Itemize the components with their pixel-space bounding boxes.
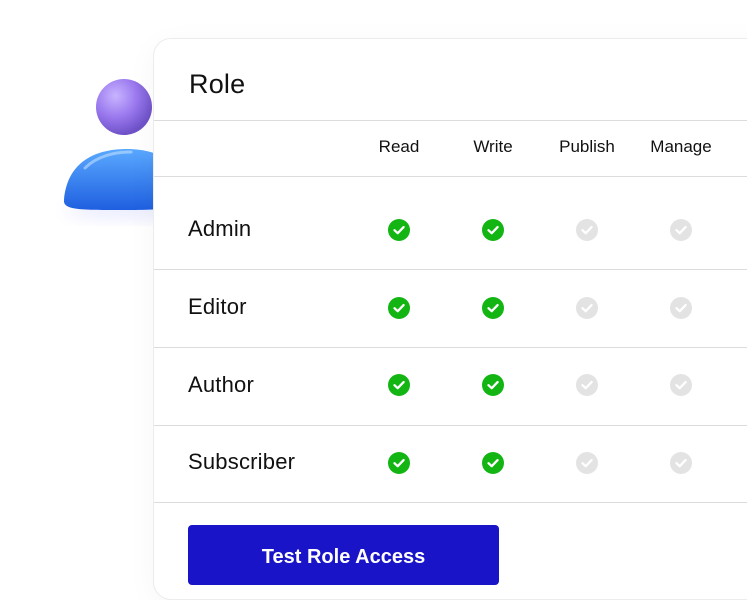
test-role-access-button[interactable]: Test Role Access (188, 525, 499, 585)
divider (154, 269, 747, 270)
card-title: Role (189, 69, 246, 99)
check-circle-disabled-icon (670, 452, 692, 474)
check-circle-icon (482, 452, 504, 474)
divider (154, 176, 747, 177)
check-circle-icon (388, 452, 410, 474)
role-permissions-card: Role Read Write Publish Manage Admin Edi… (153, 38, 747, 600)
check-circle-icon (388, 219, 410, 241)
divider (154, 347, 747, 348)
row-label-author: Author (188, 372, 255, 397)
check-circle-disabled-icon (670, 374, 692, 396)
column-header-read: Read (378, 137, 420, 156)
check-circle-icon (482, 374, 504, 396)
check-circle-icon (482, 219, 504, 241)
check-circle-disabled-icon (576, 219, 598, 241)
row-label-admin: Admin (188, 216, 252, 241)
column-header-write: Write (473, 137, 513, 156)
check-circle-disabled-icon (576, 374, 598, 396)
check-circle-disabled-icon (576, 297, 598, 319)
divider (154, 120, 747, 121)
row-label-editor: Editor (188, 294, 247, 319)
column-header-publish: Publish (559, 137, 615, 156)
check-circle-disabled-icon (670, 297, 692, 319)
column-header-manage: Manage (650, 137, 712, 156)
check-circle-icon (388, 374, 410, 396)
divider (154, 502, 747, 503)
check-circle-disabled-icon (576, 452, 598, 474)
check-circle-icon (482, 297, 504, 319)
divider (154, 425, 747, 426)
check-circle-icon (388, 297, 410, 319)
check-circle-disabled-icon (670, 219, 692, 241)
row-label-subscriber: Subscriber (188, 449, 296, 474)
